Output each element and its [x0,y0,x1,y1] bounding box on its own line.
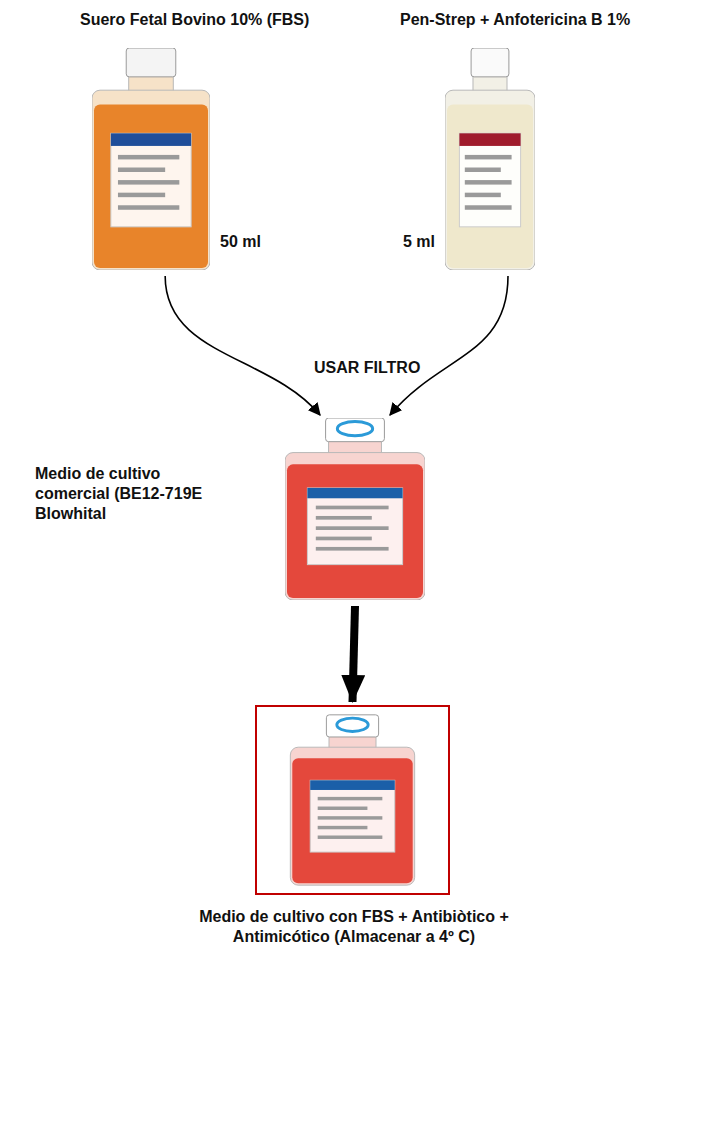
node-heading: Pen-Strep + Anfotericina B 1% [400,10,630,30]
volume-label: 50 ml [220,232,261,252]
bottle-illustration [92,48,210,270]
bottle-node: Suero Fetal Bovino 10% (FBS)50 ml [92,48,210,270]
transfer-arrow [165,276,320,415]
transfer-arrow [390,276,508,415]
flow-arrow [353,606,356,702]
bottle-node: Medio de cultivo con FBS + Antibiòtico +… [255,705,450,895]
bottle-illustration [257,707,448,893]
node-heading: Suero Fetal Bovino 10% (FBS) [80,10,309,30]
node-heading: Medio de cultivo con FBS + Antibiòtico +… [174,907,534,947]
volume-label: 5 ml [403,232,435,252]
bottle-illustration [445,48,535,270]
bottle-node: Pen-Strep + Anfotericina B 1%5 ml [445,48,535,270]
bottle-node: Medio de cultivo comercial (BE12-719E Bl… [285,418,425,600]
bottle-illustration [285,418,425,600]
instruction-label: USAR FILTRO [311,358,423,378]
node-heading: Medio de cultivo comercial (BE12-719E Bl… [35,464,220,524]
